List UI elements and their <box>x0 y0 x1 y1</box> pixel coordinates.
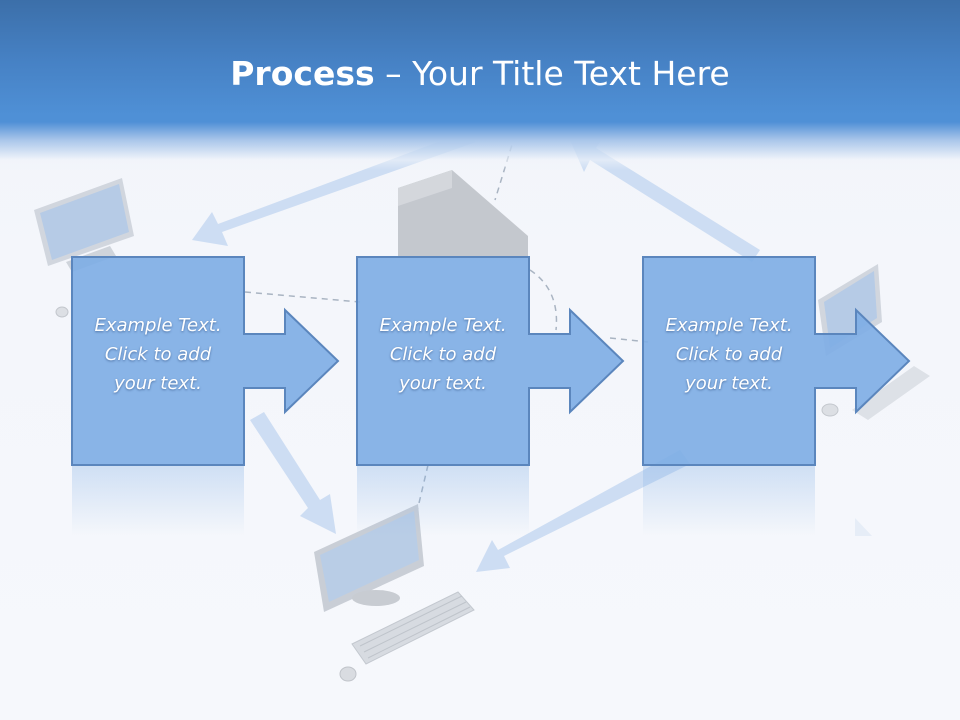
step-2-reflection <box>357 466 529 536</box>
page-title[interactable]: Process – Your Title Text Here <box>0 52 960 96</box>
step-2-line-3: your text. <box>399 373 487 394</box>
link-left <box>244 291 361 303</box>
step-2-line-1: Example Text. <box>379 315 507 336</box>
step-1-line-1: Example Text. <box>94 315 222 336</box>
step-1-line-2: Click to add <box>104 344 212 365</box>
step-3-shape[interactable] <box>642 256 911 466</box>
bg-arrow-bottom-left <box>250 412 336 534</box>
server-tower <box>398 170 528 258</box>
step-2-shape[interactable] <box>356 256 625 466</box>
step-3-line-3: your text. <box>685 373 773 394</box>
step-reflections <box>71 466 872 536</box>
step-3-reflection <box>643 466 815 536</box>
mouse <box>339 666 357 682</box>
bg-arrow-bottom-right <box>476 450 690 572</box>
header-bar <box>0 0 960 170</box>
step-3-line-1: Example Text. <box>665 315 793 336</box>
link-server <box>529 269 558 331</box>
step-1-line-3: your text. <box>114 373 202 394</box>
computer-top-left <box>34 178 134 318</box>
step-2-line-2: Click to add <box>389 344 497 365</box>
step-3-line-2: Click to add <box>675 344 783 365</box>
step-1-reflection <box>72 466 244 536</box>
step-3-text[interactable]: Example Text. Click to add your text. <box>643 311 815 401</box>
title-rest: – Your Title Text Here <box>374 54 730 93</box>
step-1-shape[interactable] <box>71 256 340 466</box>
step-2-text[interactable]: Example Text. Click to add your text. <box>357 311 529 401</box>
step-1-text[interactable]: Example Text. Click to add your text. <box>72 311 244 401</box>
title-bold: Process <box>230 54 375 93</box>
